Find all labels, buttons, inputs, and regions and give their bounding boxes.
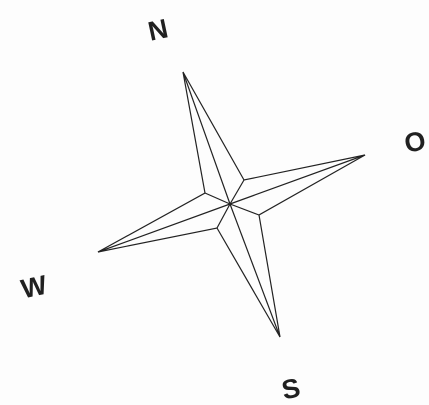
canvas-background <box>0 0 429 405</box>
compass-rose-diagram: N O S W <box>0 0 429 405</box>
